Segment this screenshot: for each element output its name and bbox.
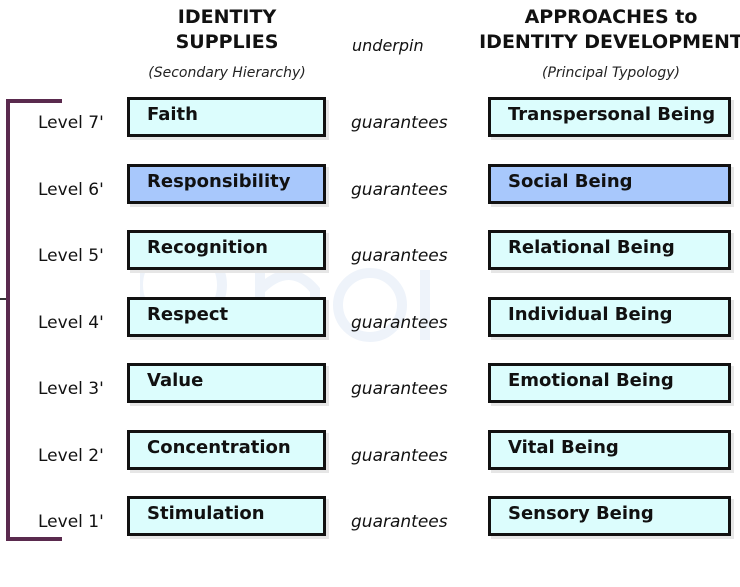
level-bracket-bottom bbox=[6, 537, 62, 541]
identity-supply-box: Recognition bbox=[127, 230, 326, 270]
relation-label: guarantees bbox=[351, 313, 448, 333]
relation-label: guarantees bbox=[351, 246, 448, 266]
identity-approach-box: Emotional Being bbox=[488, 363, 731, 403]
identity-supply-box: Value bbox=[127, 363, 326, 403]
left-title-line2: SUPPLIES bbox=[175, 31, 279, 53]
level-row-7: Level 7' Faith guarantees Transpersonal … bbox=[0, 97, 740, 143]
level-label: Level 2' bbox=[38, 446, 104, 466]
identity-supply-box-highlighted: Responsibility bbox=[127, 164, 326, 204]
level-row-6: Level 6' Responsibility guarantees Socia… bbox=[0, 164, 740, 210]
relation-label: guarantees bbox=[351, 113, 448, 133]
level-label: Level 1' bbox=[38, 512, 104, 532]
left-title-line1: IDENTITY bbox=[177, 6, 277, 28]
right-column-subtitle: (Principal Typology) bbox=[542, 65, 680, 81]
level-label: Level 6' bbox=[38, 180, 104, 200]
level-row-4: Level 4' Respect guarantees Individual B… bbox=[0, 297, 740, 343]
level-label: Level 3' bbox=[38, 379, 104, 399]
identity-supply-box: Stimulation bbox=[127, 496, 326, 536]
level-bracket-top bbox=[6, 99, 62, 103]
identity-supply-box: Concentration bbox=[127, 430, 326, 470]
identity-supply-box: Faith bbox=[127, 97, 326, 137]
left-column-subtitle: (Secondary Hierarchy) bbox=[148, 65, 306, 81]
level-row-5: Level 5' Recognition guarantees Relation… bbox=[0, 230, 740, 276]
identity-approach-box: Sensory Being bbox=[488, 496, 731, 536]
relation-label: guarantees bbox=[351, 512, 448, 532]
level-label: Level 7' bbox=[38, 113, 104, 133]
left-column-title: IDENTITY SUPPLIES bbox=[127, 5, 327, 55]
underpin-label: underpin bbox=[352, 36, 424, 55]
identity-approach-box: Relational Being bbox=[488, 230, 731, 270]
relation-label: guarantees bbox=[351, 180, 448, 200]
relation-label: guarantees bbox=[351, 379, 448, 399]
level-row-2: Level 2' Concentration guarantees Vital … bbox=[0, 430, 740, 476]
identity-approach-box: Individual Being bbox=[488, 297, 731, 337]
relation-label: guarantees bbox=[351, 446, 448, 466]
identity-approach-box-highlighted: Social Being bbox=[488, 164, 731, 204]
level-row-1: Level 1' Stimulation guarantees Sensory … bbox=[0, 496, 740, 542]
level-label: Level 5' bbox=[38, 246, 104, 266]
right-title-line2: IDENTITY DEVELOPMENT bbox=[479, 31, 740, 53]
level-bracket-vertical bbox=[6, 99, 10, 541]
identity-approach-box: Transpersonal Being bbox=[488, 97, 731, 137]
level-row-3: Level 3' Value guarantees Emotional Bein… bbox=[0, 363, 740, 409]
bracket-midpoint-tick bbox=[0, 298, 6, 300]
level-label: Level 4' bbox=[38, 313, 104, 333]
identity-approach-box: Vital Being bbox=[488, 430, 731, 470]
identity-supply-box: Respect bbox=[127, 297, 326, 337]
right-column-title: APPROACHES to IDENTITY DEVELOPMENT bbox=[478, 5, 740, 55]
right-title-line1: APPROACHES to bbox=[524, 6, 698, 28]
